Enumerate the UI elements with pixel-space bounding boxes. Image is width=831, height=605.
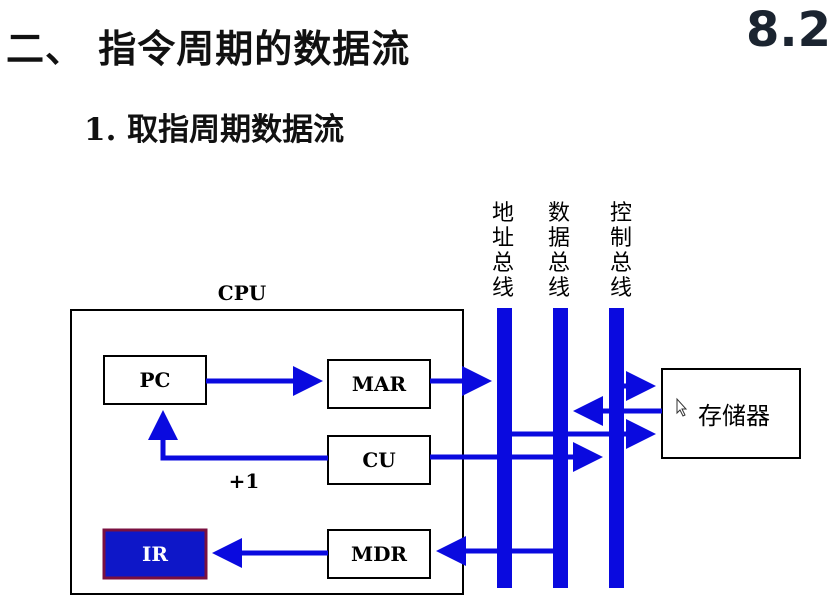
bus-char: 总	[610, 251, 632, 276]
subtitle-number: 1.	[84, 112, 117, 148]
bus-char: 线	[548, 276, 570, 301]
bus-char: 线	[610, 276, 632, 301]
section-subtitle: 1. 取指周期数据流	[84, 104, 344, 149]
fetch-cycle-diagram: CPU 地 址 总 线 数 据 总 线 控 制 总 线 PC MAR CU MD…	[70, 201, 801, 595]
subtitle-text: 取指周期数据流	[127, 112, 345, 148]
bus-char: 数	[548, 201, 570, 226]
control-bus	[609, 308, 624, 588]
bus-char: 总	[492, 251, 514, 276]
bus-char: 总	[548, 251, 570, 276]
page-title: 二、 指令周期的数据流	[6, 27, 411, 71]
cpu-label: CPU	[218, 281, 266, 305]
bus-char: 据	[548, 226, 570, 251]
data-bus-label: 数 据 总 线	[548, 201, 570, 301]
bus-char: 控	[610, 201, 632, 226]
page-number: 8.2	[746, 2, 831, 58]
bus-char: 地	[492, 201, 514, 226]
ir-register	[102, 528, 208, 580]
bus-char: 制	[610, 226, 632, 251]
pc-register	[103, 355, 207, 405]
mar-register	[327, 359, 431, 409]
mar-label: MAR	[352, 372, 407, 396]
bus-char: 线	[492, 276, 514, 301]
increment-label: +1	[229, 469, 260, 493]
pc-label: PC	[140, 368, 171, 392]
memory-box	[661, 368, 801, 459]
cursor-icon	[676, 397, 688, 417]
mdr-register	[327, 529, 431, 579]
cu-label: CU	[362, 448, 395, 472]
control-bus-label: 控 制 总 线	[610, 201, 632, 301]
ir-label: IR	[142, 542, 168, 566]
address-bus	[497, 308, 512, 588]
mdr-label: MDR	[351, 542, 407, 566]
bus-char: 址	[492, 226, 514, 251]
cpu-box	[70, 309, 464, 595]
cu-to-pc-arrow	[148, 410, 328, 461]
address-bus-label: 地 址 总 线	[492, 201, 514, 301]
data-bus	[553, 308, 568, 588]
cu-unit	[327, 435, 431, 485]
memory-label: 存储器	[698, 402, 770, 430]
